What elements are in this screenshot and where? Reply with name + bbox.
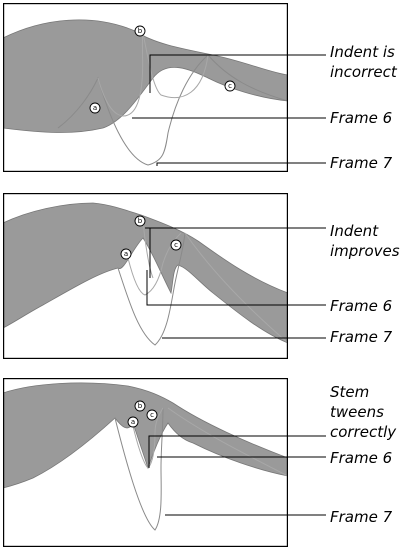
label-frame-7: Frame 7 bbox=[330, 154, 393, 172]
marker-a: a bbox=[120, 248, 132, 260]
frame-6-curve bbox=[97, 32, 144, 117]
label-frame-6: Frame 6 bbox=[330, 449, 393, 467]
marker-c: c bbox=[224, 80, 236, 92]
label-frame-6: Frame 6 bbox=[330, 297, 393, 315]
panel-stem-tweens: b a c bbox=[3, 378, 288, 547]
gray-shape bbox=[3, 382, 288, 489]
label-frame-7: Frame 7 bbox=[330, 328, 393, 346]
label-frame-6: Frame 6 bbox=[330, 109, 393, 127]
panel-border bbox=[3, 3, 288, 172]
marker-a: a bbox=[89, 102, 101, 114]
marker-b: b bbox=[134, 25, 146, 37]
right-edge-curve bbox=[184, 232, 288, 344]
marker-b: b bbox=[134, 215, 146, 227]
frame-7-curve bbox=[117, 232, 186, 346]
marker-c: c bbox=[146, 409, 158, 421]
svg-text:a: a bbox=[131, 418, 135, 426]
gray-shape bbox=[3, 202, 288, 344]
label-frame-7: Frame 7 bbox=[330, 508, 393, 526]
svg-text:b: b bbox=[138, 27, 143, 35]
frame-6-curve bbox=[132, 407, 164, 469]
svg-text:c: c bbox=[174, 241, 178, 249]
svg-text:a: a bbox=[93, 104, 97, 112]
frame-7-curve bbox=[114, 407, 164, 531]
caption-indent-improves: Indent improves bbox=[330, 222, 400, 260]
panel-indent-incorrect: b a c bbox=[3, 3, 288, 172]
panel-border bbox=[3, 193, 288, 359]
marker-a: a bbox=[127, 416, 139, 428]
marker-b: b bbox=[134, 400, 146, 412]
right-edge-curve bbox=[167, 407, 288, 477]
panel-indent-improves: b a c bbox=[3, 193, 288, 359]
svg-text:b: b bbox=[138, 217, 143, 225]
frame-7-curve bbox=[57, 54, 288, 166]
svg-text:c: c bbox=[228, 82, 232, 90]
caption-indent-incorrect: Indent is incorrect bbox=[330, 43, 397, 81]
svg-text:b: b bbox=[138, 402, 143, 410]
svg-text:c: c bbox=[150, 411, 154, 419]
indent-curve bbox=[142, 32, 209, 99]
caption-stem-tweens: Stem tweens correctly bbox=[330, 383, 397, 441]
marker-c: c bbox=[170, 239, 182, 251]
svg-text:a: a bbox=[124, 250, 128, 258]
indent-curve bbox=[142, 220, 154, 279]
panel-border bbox=[3, 378, 288, 547]
